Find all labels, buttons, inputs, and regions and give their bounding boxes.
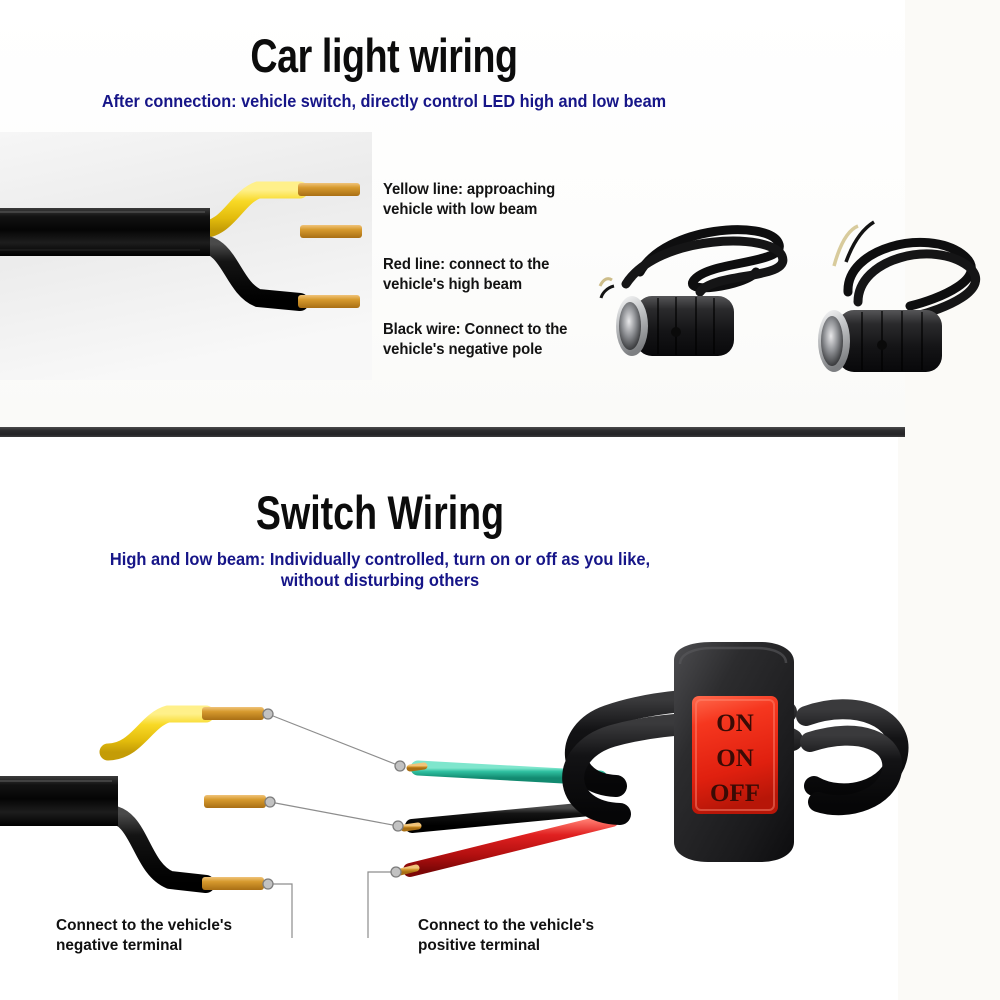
red-wire-tip [300,225,362,238]
harness-diagram-top [0,132,372,380]
yellow-wire-tip [298,183,360,196]
caption-negative-terminal: Connect to the vehicle's negative termin… [56,916,296,956]
cable-left-lead-tan [598,277,613,287]
node-red [264,796,276,808]
rocker-switch-photo: ON ON OFF [556,636,909,872]
page-title-top: Car light wiring [250,29,518,82]
black-wire-tip [202,877,264,890]
cable-left-lead-black [599,284,615,299]
headlight-unit-right [818,220,981,372]
headlight-left-body [636,296,734,356]
callout-black-wire: Black wire: Connect to the vehicle's neg… [383,320,599,359]
node-teal [394,760,406,772]
teal-lead-tip [406,762,428,772]
black-lead-tip [400,822,422,832]
leader-red-to-black [269,801,399,827]
harness-sheath [0,208,210,256]
node-black-wire [262,878,274,890]
node-red-lead [390,866,402,878]
headlight-left-screw [671,327,681,337]
headlight-right-lens [821,316,843,366]
switch-housing-highlight [678,646,788,665]
callout-black-wire-2: vehicle's negative pole [383,340,543,358]
harness-photo-top [0,132,372,380]
caption-positive-terminal: Connect to the vehicle's positive termin… [418,916,639,956]
cable-right-1 [843,237,976,311]
headlight-left-lens [619,302,641,350]
black-wire [99,805,215,893]
red-lead-tip [396,864,420,876]
switch-rocker[interactable] [692,696,778,814]
rocker-label-off: OFF [710,780,760,807]
led-headlight-units-photo [596,214,996,390]
leader-nodes [262,708,406,890]
cable-right-lead-tan [832,224,859,267]
page-subtitle-bottom-line-2: without disturbing others [280,570,480,590]
node-black-lead [392,820,404,832]
red-wire-tip [204,795,266,808]
harness-sheath [0,776,118,826]
leader-red-to-positive [367,871,396,938]
section-divider [0,427,905,437]
cable-left-2 [621,236,788,297]
red-lead [403,813,619,877]
headlight-right-screw [877,340,887,350]
rocker-label-on-1: ON [716,710,754,737]
rocker-label-on-2: ON [716,745,754,772]
headlight-left-ribs [657,297,715,355]
headlight-unit-left [598,225,788,356]
switch-rocker-bevel [695,699,775,811]
yellow-wire [99,705,215,761]
coil-loop-4 [800,725,903,816]
callout-yellow-line-2: vehicle with low beam [383,200,538,218]
rocker-switch-svg: ON ON OFF [562,642,909,862]
callout-red-line-2: vehicle's high beam [383,275,523,293]
page-title-bottom: Switch Wiring [255,486,505,539]
caption-positive-line-1: Connect to the vehicle's [418,917,595,934]
callout-red-line-1: Red line: connect to the [383,256,550,273]
leader-black-to-negative [268,883,293,938]
callout-yellow-line-1: Yellow line: approaching [383,181,556,198]
cable-right-2 [853,249,981,321]
yellow-wire-tip [202,707,264,720]
caption-positive-line-2: positive terminal [418,937,541,954]
caption-negative-line-2: negative terminal [56,937,183,954]
black-wire-tip [298,295,360,308]
cable-right-lead-black [844,220,875,263]
switch-rocker-labels: ON ON OFF [710,710,760,807]
page-subtitle-top: After connection: vehicle switch, direct… [101,91,667,111]
black-lead [405,801,607,833]
callout-black-wire-1: Black wire: Connect to the [383,321,568,338]
page-subtitle-bottom-line-1: High and low beam: Individually controll… [109,549,651,569]
caption-negative-line-1: Connect to the vehicle's [56,917,233,934]
callout-red-line: Red line: connect to the vehicle's high … [383,255,589,294]
led-headlight-units-svg [598,220,981,372]
harness-diagram-bottom [0,705,266,893]
leader-lines [267,713,401,938]
headlight-right-body [838,310,942,372]
node-yellow [262,708,274,720]
callout-yellow-line: Yellow line: approaching vehicle with lo… [383,180,594,219]
panel-car-light-wiring: Car light wiring After connection: vehic… [0,0,981,428]
leader-yellow-to-teal [267,713,401,767]
